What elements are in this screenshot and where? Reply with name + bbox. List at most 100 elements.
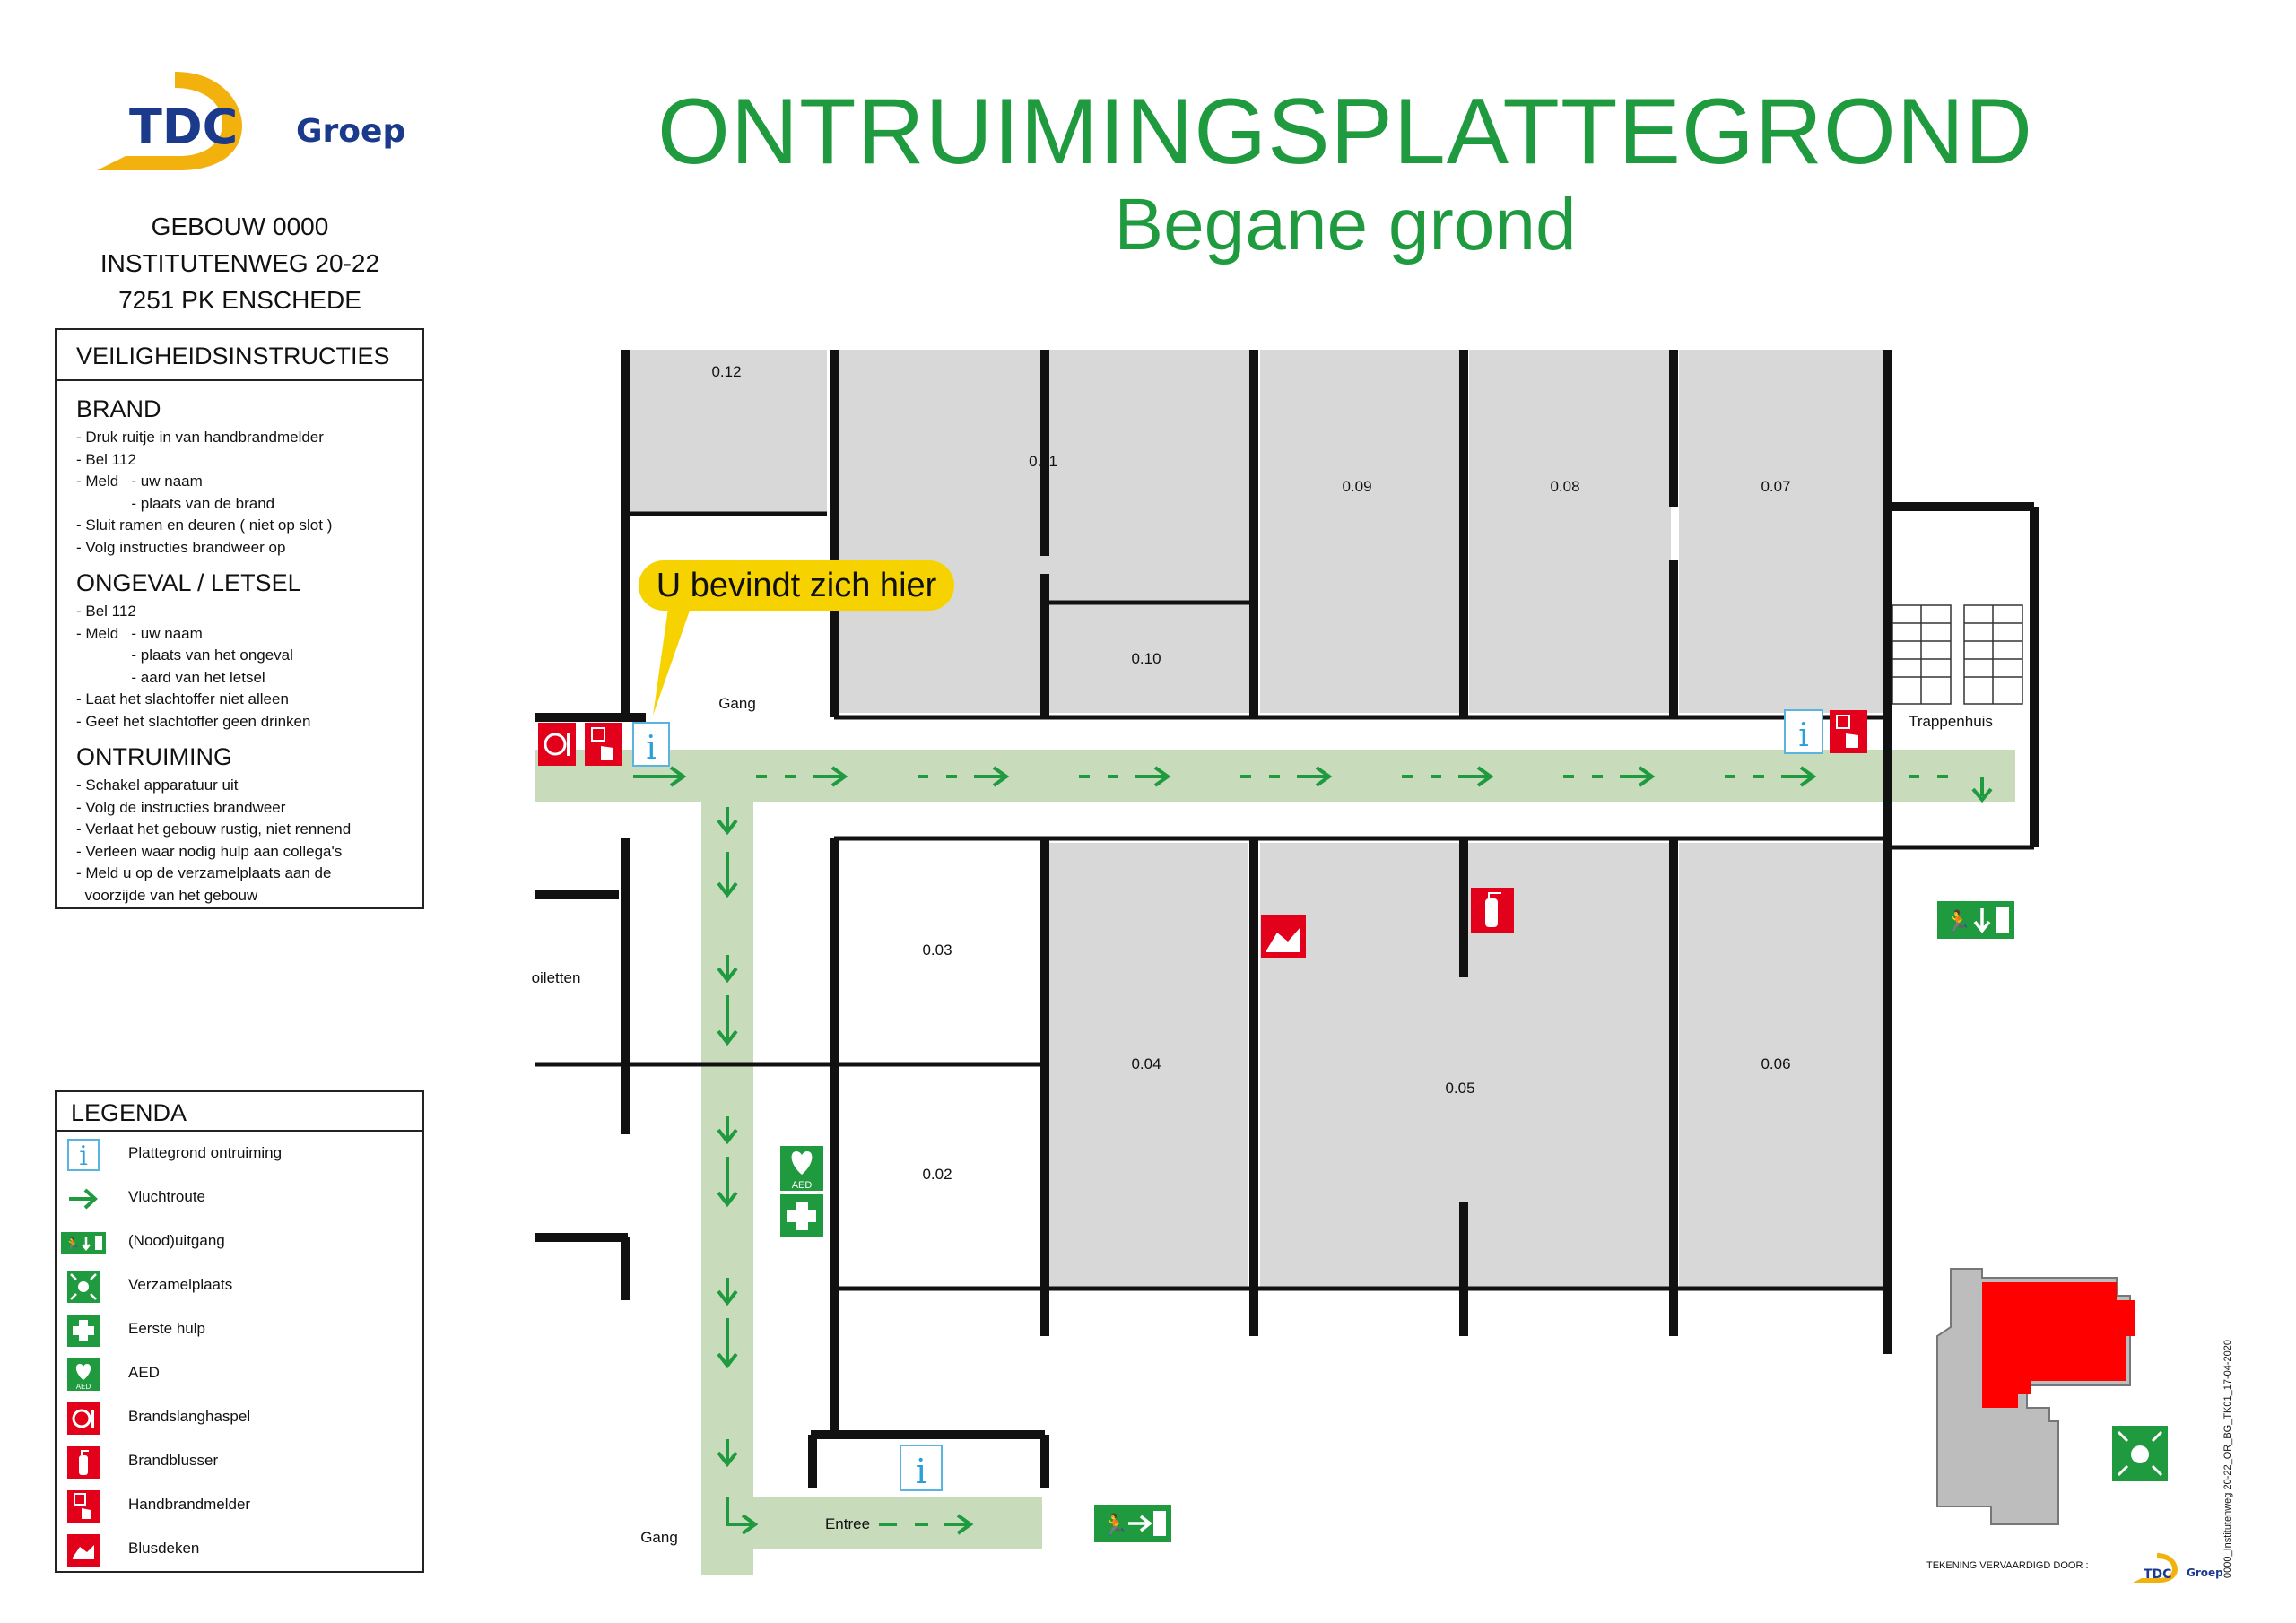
aed-icon: AED <box>65 1358 101 1391</box>
instruction-line: - Meld - uw naam <box>76 624 203 642</box>
legend-label: Verzamelplaats <box>128 1276 233 1293</box>
room-label: 0.07 <box>1761 478 1790 495</box>
instruction-line: - Laat het slachtoffer niet alleen <box>76 690 289 707</box>
svg-text:🏃: 🏃 <box>65 1237 80 1251</box>
logo-letters: TDC <box>129 99 238 155</box>
room-label: 0.05 <box>1445 1080 1474 1097</box>
legend-label: Brandslanghaspel <box>128 1408 251 1425</box>
room-label: 0.06 <box>1761 1055 1790 1072</box>
instruction-line: - Meld u op de verzamelplaats aan de <box>76 864 332 881</box>
instruction-line: - Bel 112 <box>76 603 136 620</box>
instruction-line: - Verlaat het gebouw rustig, niet rennen… <box>76 820 352 838</box>
page-title: ONTRUIMINGSPLATTEGROND <box>657 80 2033 184</box>
emergency-exit-icon: 🏃 <box>1937 901 2014 939</box>
page-subtitle: Begane grond <box>1114 184 1577 265</box>
legend-item: AED AED <box>57 1357 422 1393</box>
legend-label: Brandblusser <box>128 1452 219 1469</box>
legend-label: Vluchtroute <box>128 1188 205 1205</box>
legend-item: Eerste hulp <box>57 1313 422 1349</box>
address-line: GEBOUW 0000 <box>151 213 329 240</box>
fire-blanket-icon <box>65 1534 101 1567</box>
legend-item: Verzamelplaats <box>57 1269 422 1305</box>
legend-label: Handbrandmelder <box>128 1496 251 1513</box>
section-title: ONTRUIMING <box>76 743 232 770</box>
you-are-here-pointer <box>653 608 691 716</box>
svg-text:i: i <box>1798 717 1809 754</box>
fire-alarm-icon <box>65 1490 101 1523</box>
instruction-line: - Druk ruitje in van handbrandmelder <box>76 429 324 446</box>
section-title: ONGEVAL / LETSEL <box>76 569 301 596</box>
legend-label: Plattegrond ontruiming <box>128 1144 283 1161</box>
first-aid-icon <box>780 1194 823 1237</box>
building-address: GEBOUW 0000 INSTITUTENWEG 20-22 7251 PK … <box>54 208 426 318</box>
aed-text: AED <box>792 1180 813 1191</box>
corridor-label: Gang <box>640 1529 678 1546</box>
room-label: 0.08 <box>1550 478 1579 495</box>
room-label: 0.03 <box>922 942 952 959</box>
instruction-line: - Volg instructies brandweer op <box>76 538 286 556</box>
entrance-label: Entree <box>825 1515 870 1532</box>
fire-hose-icon <box>65 1402 101 1435</box>
footer-logo-word: Groep <box>2187 1567 2223 1579</box>
address-line: 7251 PK ENSCHEDE <box>118 286 361 314</box>
svg-text:i: i <box>79 1141 88 1171</box>
instruction-line: - Bel 112 <box>76 450 136 468</box>
svg-text:i: i <box>646 730 657 767</box>
instruction-line: - Geef het slachtoffer geen drinken <box>76 712 311 730</box>
first-aid-icon <box>65 1315 101 1347</box>
aed-icon: AED <box>780 1146 823 1191</box>
instruction-line: - aard van het letsel <box>76 668 265 686</box>
footer-logo: TDC Groep <box>2133 1553 2223 1583</box>
room-label: 0.02 <box>922 1166 952 1183</box>
instruction-line: voorzijde van het gebouw <box>76 886 258 904</box>
svg-text:🏃: 🏃 <box>1944 909 1971 934</box>
instruction-line: - plaats van het ongeval <box>76 647 293 664</box>
legend-item: Brandblusser <box>57 1445 422 1480</box>
legend-item: 🏃 (Nood)uitgang <box>57 1225 422 1261</box>
info-icon: i <box>1784 709 1823 754</box>
emergency-exit-icon: 🏃 <box>1094 1505 1171 1542</box>
footer-logo-letters: TDC <box>2144 1567 2171 1582</box>
instructions-heading: VEILIGHEIDSINSTRUCTIES <box>57 330 422 381</box>
you-are-here-label: U bevindt zich hier <box>639 560 954 611</box>
room-fills <box>628 350 1885 1287</box>
legend-item: Vluchtroute <box>57 1181 422 1217</box>
room-label: 0.11 <box>1029 453 1057 470</box>
instruction-line: - Schakel apparatuur uit <box>76 777 239 794</box>
escape-route-arrows <box>633 766 1993 1535</box>
safety-instructions-box: VEILIGHEIDSINSTRUCTIES BRAND - Druk ruit… <box>55 328 424 909</box>
info-icon: i <box>632 722 670 767</box>
legend-label: (Nood)uitgang <box>128 1232 225 1249</box>
instruction-line: - Sluit ramen en deuren ( niet op slot ) <box>76 516 333 534</box>
info-icon: i <box>900 1445 943 1491</box>
legend-label: AED <box>128 1364 160 1381</box>
legend-item: Brandslanghaspel <box>57 1401 422 1436</box>
assembly-point-icon <box>65 1271 101 1303</box>
legend-item: Handbrandmelder <box>57 1488 422 1524</box>
legend-box: LEGENDA i Plattegrond ontruiming Vluchtr… <box>55 1090 424 1573</box>
svg-text:🏃: 🏃 <box>1101 1513 1128 1538</box>
assembly-point-icon <box>2112 1426 2168 1481</box>
walls-thin <box>535 511 2034 1291</box>
instruction-line: - Meld - uw naam <box>76 473 203 490</box>
fire-alarm-icon <box>1830 710 1867 753</box>
legend-label: Eerste hulp <box>128 1320 205 1337</box>
room-label: 0.12 <box>711 363 741 380</box>
tdc-logo: TDC Groep <box>90 70 405 178</box>
toilets-label: oiletten <box>532 969 581 986</box>
fire-extinguisher-icon <box>65 1446 101 1479</box>
fire-blanket-icon <box>1261 915 1306 958</box>
site-minimap <box>1936 1268 2135 1525</box>
info-icon: i <box>65 1139 101 1171</box>
room-label: 0.09 <box>1342 478 1371 495</box>
instruction-line: - plaats van de brand <box>76 494 275 512</box>
room-label: 0.04 <box>1131 1055 1161 1072</box>
logo-word: Groep <box>296 113 404 150</box>
fire-extinguisher-icon <box>1471 888 1514 933</box>
fire-alarm-icon <box>585 723 622 766</box>
section-title: BRAND <box>76 395 161 422</box>
address-line: INSTITUTENWEG 20-22 <box>100 249 380 277</box>
svg-text:i: i <box>916 1452 926 1491</box>
legend-item: i Plattegrond ontruiming <box>57 1137 422 1173</box>
